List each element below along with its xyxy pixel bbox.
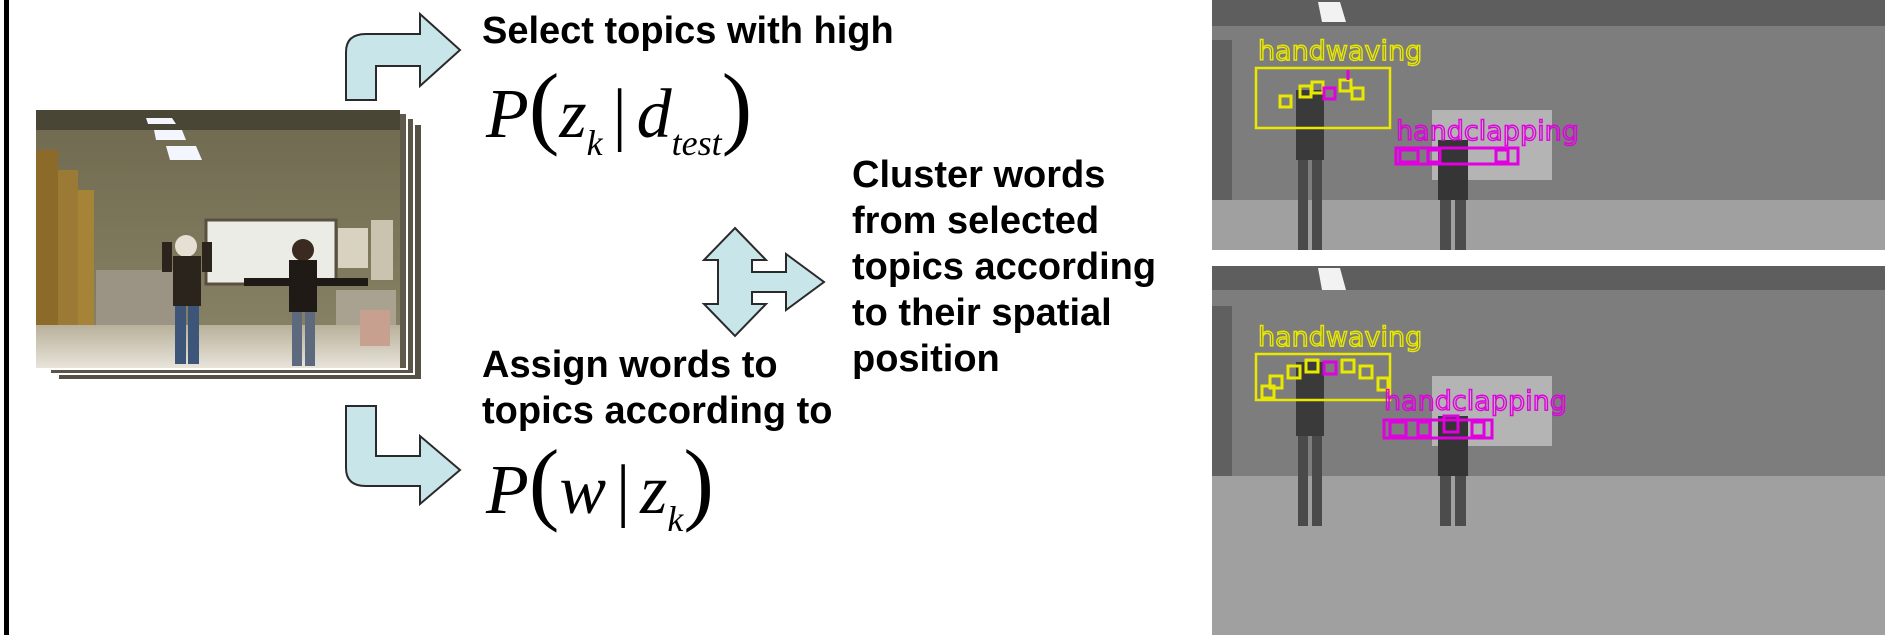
word-given-topic-formula: P(w|zk) [486, 436, 714, 537]
formula-close-paren: ) [683, 431, 714, 533]
formula-open-paren: ( [528, 431, 560, 533]
formula-func: P [486, 76, 529, 153]
cluster-line: from selected [852, 200, 1100, 242]
cluster-line: topics according [852, 246, 1157, 288]
formula-given-sub: k [667, 499, 684, 539]
assign-arrow [345, 405, 462, 507]
formula-given-bar: | [612, 76, 627, 153]
select-arrow [345, 11, 462, 101]
result-frame-bottom: handwaving handclapping [1212, 266, 1885, 635]
detection-label-handclapping: handclapping [1396, 116, 1579, 147]
formula-given: d [636, 76, 672, 153]
formula-open-paren: ( [528, 55, 560, 157]
assign-line: topics according to [482, 390, 833, 432]
cluster-arrow [701, 226, 826, 338]
formula-var: w [559, 452, 607, 529]
cluster-line: position [852, 338, 1000, 380]
formula-func: P [486, 452, 529, 529]
detection-label-handwaving: handwaving [1258, 322, 1422, 353]
input-frame-front [36, 110, 400, 368]
formula-close-paren: ) [721, 55, 753, 157]
cluster-line: to their spatial [852, 292, 1112, 334]
formula-given: z [640, 452, 668, 529]
formula-given-sub: test [671, 123, 722, 163]
topic-given-document-formula: P(zk|dtest) [486, 60, 752, 161]
assign-line: Assign words to [482, 344, 778, 386]
input-video-frames [36, 110, 423, 381]
detection-label-handwaving: handwaving [1258, 36, 1422, 67]
select-topics-label: Select topics with high [482, 10, 894, 52]
left-border-line [4, 0, 9, 635]
result-frame-top: handwaving handclapping [1212, 0, 1885, 250]
assign-step-text: Assign words to topics according to [482, 342, 832, 434]
formula-var-sub: k [586, 123, 603, 163]
formula-var: z [559, 76, 587, 153]
cluster-line: Cluster words [852, 154, 1106, 196]
formula-given-bar: | [616, 452, 631, 529]
cluster-step-text: Cluster words from selected topics accor… [852, 152, 1156, 382]
detection-label-handclapping: handclapping [1384, 386, 1567, 417]
